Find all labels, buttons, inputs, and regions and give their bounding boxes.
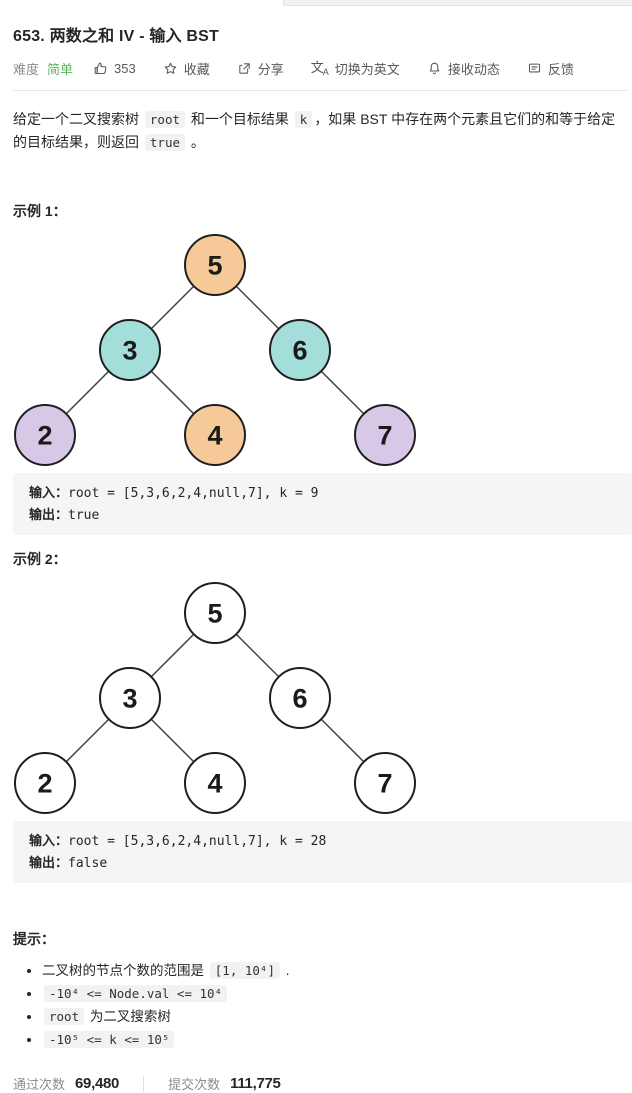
tree-node-value: 4 [207,421,222,451]
inline-code: [1, 10⁴] [209,962,280,979]
example1-tree-figure: 5 3 6 2 4 7 [13,230,632,469]
hints-list: 二叉树的节点个数的范围是 [1, 10⁴] . -10⁴ <= Node.val… [42,962,632,1049]
stats-footer: 通过次数 69,480 提交次数 111,775 [13,1074,632,1093]
hint-item: -10⁵ <= k <= 10⁵ [42,1031,632,1049]
switch-language-button[interactable]: 文A 切换为英文 [311,59,400,78]
feedback-label: 反馈 [547,62,574,77]
binary-tree-svg-2: 5 3 6 2 4 7 [14,582,416,814]
tree-node-value: 5 [207,251,222,281]
accepted-label: 通过次数 [13,1077,66,1092]
like-count: 353 [114,61,136,76]
share-icon [237,61,252,76]
tree-node [184,582,246,644]
example2-heading: 示例 2： [13,551,67,567]
example1-input: 输入：root = [5,3,6,2,4,null,7], k = 9 [29,485,319,501]
difficulty-label: 难度 [13,62,40,77]
tree-node-value: 2 [37,769,52,799]
subscribe-label: 接收动态 [447,62,500,77]
tree-node [14,752,76,814]
feedback-button[interactable]: 反馈 [527,59,574,78]
hint-item: root 为二叉搜索树 [42,1008,632,1026]
tree-node [99,319,161,381]
example1-output: 输出：true [29,507,100,523]
difficulty: 难度 简单 [13,59,73,78]
tree-node [99,667,161,729]
tree-node [184,752,246,814]
share-label: 分享 [257,62,284,77]
tree-node-value: 7 [377,769,392,799]
tree-node-value: 6 [292,684,307,714]
submissions-label: 提交次数 [168,1077,221,1092]
hints-heading: 提示： [13,931,55,947]
inline-code: -10⁴ <= Node.val <= 10⁴ [44,985,228,1002]
header-divider [13,90,628,91]
example1-io-block: 输入：root = [5,3,6,2,4,null,7], k = 9 输出：t… [13,473,632,535]
tree-node-value: 3 [122,684,137,714]
inline-code: root [44,1008,85,1025]
switch-language-label: 切换为英文 [334,62,400,77]
example2-output: 输出：false [29,855,108,871]
subscribe-button[interactable]: 接收动态 [427,59,500,78]
example2-io-block: 输入：root = [5,3,6,2,4,null,7], k = 28 输出：… [13,821,632,883]
binary-tree-svg-1: 5 3 6 2 4 7 [14,234,416,466]
submissions-count: 111,775 [230,1075,281,1092]
inline-code: k [294,111,313,128]
example1-heading: 示例 1： [13,203,67,219]
hint-item: 二叉树的节点个数的范围是 [1, 10⁴] . [42,962,632,980]
translate-icon: 文A [310,59,329,77]
tree-node [354,752,416,814]
toolbar: 难度 简单 353 收藏 [13,59,632,78]
share-button[interactable]: 分享 [237,59,284,78]
like-button[interactable]: 353 [93,61,136,76]
accepted-count: 69,480 [75,1075,120,1092]
tree-node-value: 4 [207,769,222,799]
feedback-icon [527,61,542,76]
inline-code: root [144,111,185,128]
tree-node [14,404,76,466]
tree-node-value: 3 [122,336,137,366]
tree-node [269,667,331,729]
star-icon [163,61,178,76]
favorite-label: 收藏 [183,62,210,77]
favorite-button[interactable]: 收藏 [163,59,210,78]
page-title: 653. 两数之和 IV - 输入 BST [13,28,220,45]
tree-node [354,404,416,466]
difficulty-badge: 简单 [47,62,74,77]
tree-node-value: 5 [207,599,222,629]
stats-separator [143,1075,145,1092]
tree-node [184,234,246,296]
inline-code: -10⁵ <= k <= 10⁵ [44,1031,175,1048]
bell-icon [427,61,442,76]
tree-node-value: 2 [37,421,52,451]
example2-tree-figure: 5 3 6 2 4 7 [13,578,632,817]
example2-input: 输入：root = [5,3,6,2,4,null,7], k = 28 [29,833,327,849]
tree-node [269,319,331,381]
tree-node [184,404,246,466]
inline-code: true [144,134,185,151]
tree-node-value: 6 [292,336,307,366]
tree-node-value: 7 [377,421,392,451]
thumbs-up-icon [93,61,108,76]
hint-item: -10⁴ <= Node.val <= 10⁴ [42,985,632,1003]
problem-description: 给定一个二叉搜索树 root 和一个目标结果 k，如果 BST 中存在两个元素且… [13,111,616,151]
browser-tab-strip [283,0,632,6]
